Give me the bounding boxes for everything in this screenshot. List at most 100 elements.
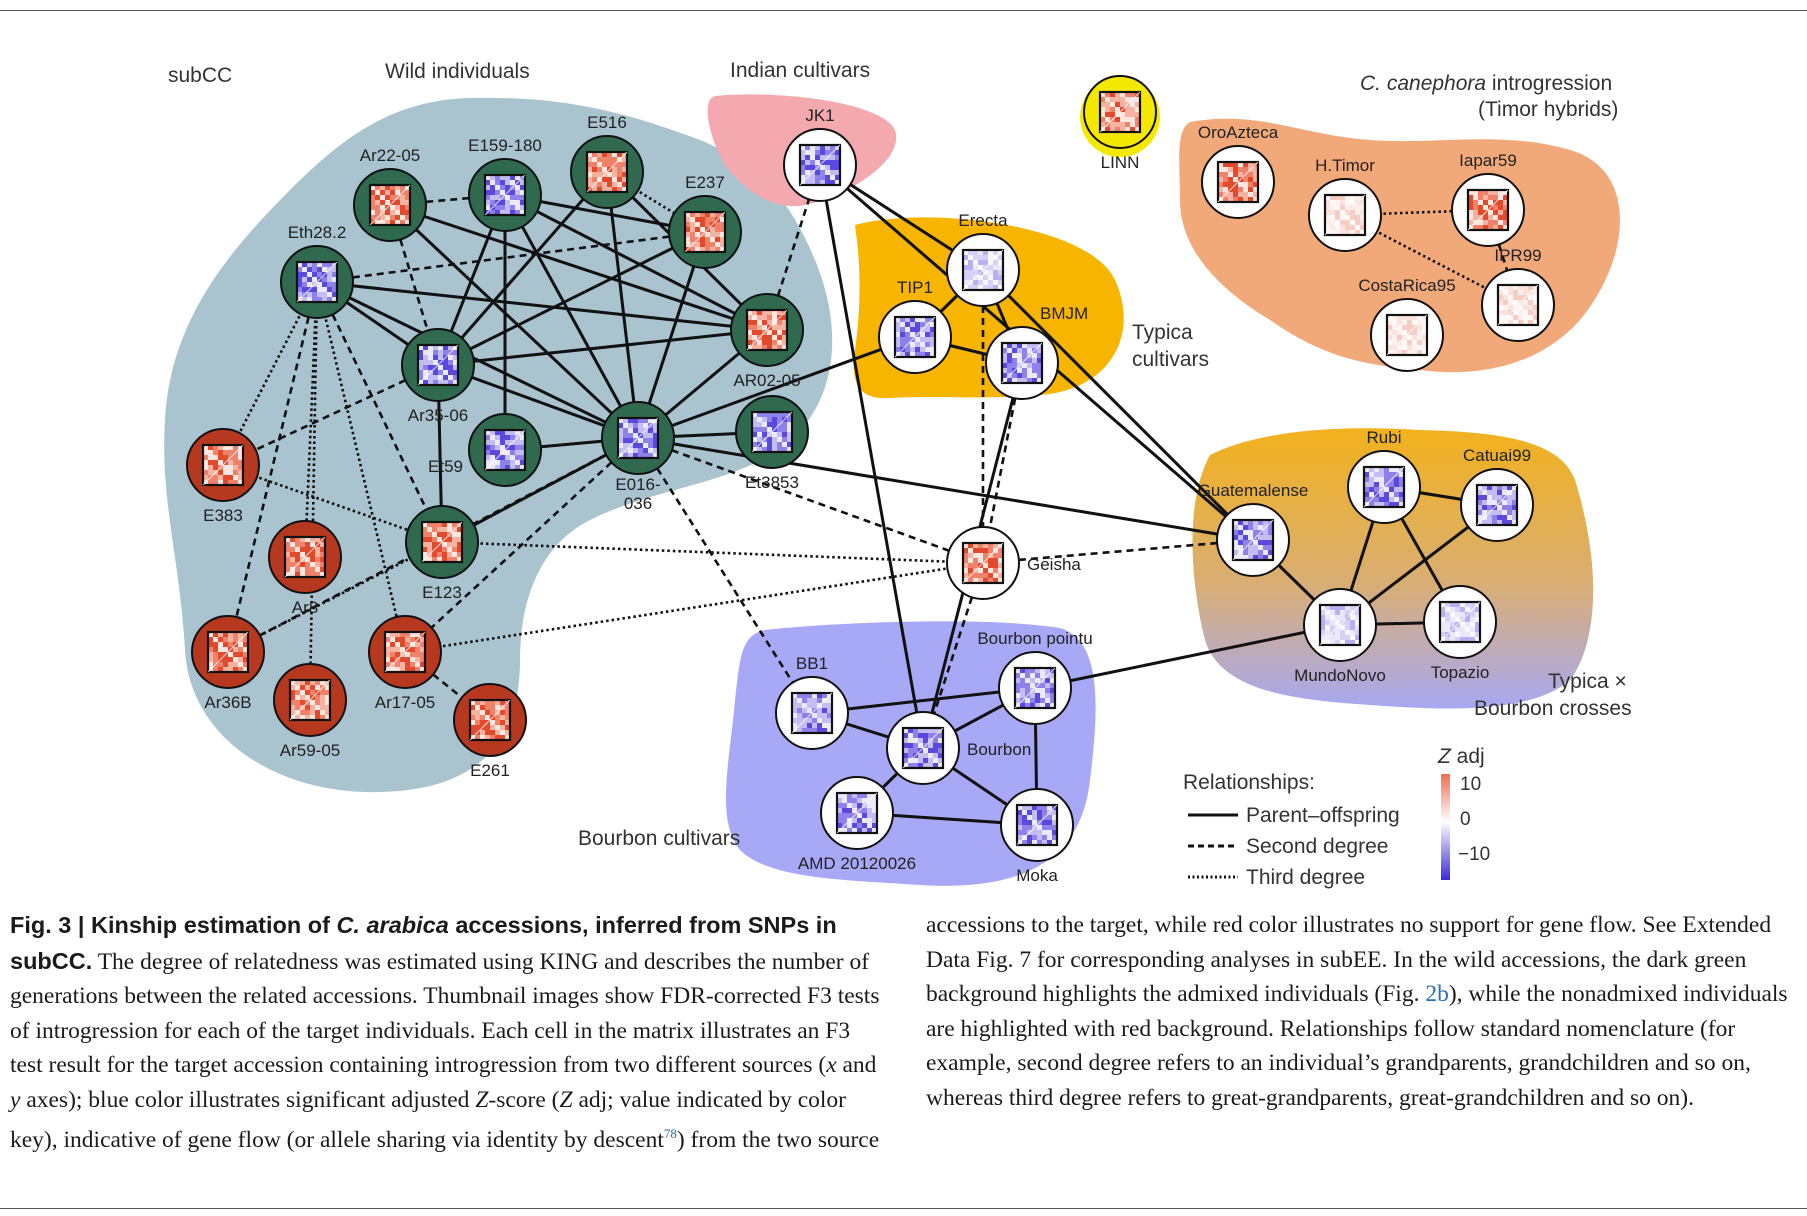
node-mundonovo[interactable]: MundoNovo: [1294, 588, 1386, 685]
matrix-cell: [470, 720, 476, 726]
matrix-cell: [1020, 673, 1026, 679]
matrix-cell: [310, 690, 316, 696]
node-catuai99[interactable]: Catuai99: [1460, 446, 1534, 542]
matrix-cell: [1238, 520, 1244, 526]
matrix-cell: [772, 417, 778, 423]
matrix-cell: [1330, 610, 1336, 616]
matrix-cell: [1030, 678, 1036, 684]
matrix-cell: [628, 428, 634, 434]
matrix-cell: [862, 808, 868, 814]
node-erecta[interactable]: Erecta: [946, 211, 1020, 307]
node-guatemalense[interactable]: Guatemalense: [1198, 481, 1309, 577]
matrix-cell: [1335, 205, 1341, 211]
matrix-cell: [1445, 612, 1451, 618]
matrix-cell: [1473, 210, 1479, 216]
matrix-cell: [792, 713, 798, 719]
matrix-cell: [752, 432, 758, 438]
matrix-cell: [633, 448, 639, 454]
matrix-cell: [1228, 172, 1234, 178]
matrix-cell: [1017, 358, 1023, 364]
node-geisha[interactable]: Geisha: [946, 526, 1081, 600]
node-h-timor[interactable]: H.Timor: [1308, 156, 1382, 252]
node-e237[interactable]: E237: [668, 173, 742, 269]
node-e159-180[interactable]: E159-180: [468, 136, 542, 232]
node-ar36b[interactable]: Ar36B: [191, 615, 265, 712]
node-amd-20120026[interactable]: AMD 20120026: [798, 776, 916, 873]
matrix-cell: [442, 557, 448, 563]
matrix-frame: [1000, 341, 1044, 385]
node-oroazteca[interactable]: OroAzteca: [1198, 123, 1279, 219]
node-e383[interactable]: E383: [186, 428, 260, 525]
matrix-cell: [767, 320, 773, 326]
matrix-cell: [453, 360, 459, 366]
matrix-cell: [762, 427, 768, 433]
node-e123[interactable]: E123: [405, 505, 479, 602]
matrix-cell: [752, 412, 758, 418]
matrix-cell: [587, 172, 593, 178]
matrix-cell: [290, 680, 296, 686]
matrix-cell: [1050, 678, 1056, 684]
matrix-cell: [1035, 688, 1041, 694]
group-label-wild: Wild individuals: [385, 60, 530, 83]
matrix-cell: [238, 480, 244, 486]
matrix-cell: [1482, 510, 1488, 516]
node-eth28-2[interactable]: Eth28.2: [280, 223, 354, 319]
matrix-cell: [307, 292, 313, 298]
matrix-cell: [1040, 673, 1046, 679]
matrix-cell: [1473, 205, 1479, 211]
matrix-cell: [787, 447, 793, 453]
matrix-cell: [915, 347, 921, 353]
node-ar22-05[interactable]: Ar22-05: [353, 146, 427, 242]
node-e516[interactable]: E516: [570, 113, 644, 209]
node-topazio[interactable]: Topazio: [1423, 585, 1497, 682]
matrix-cell: [1248, 525, 1254, 531]
matrix-cell: [918, 758, 924, 764]
node-ar35-06[interactable]: Ar35-06: [401, 328, 475, 425]
matrix-cell: [1508, 285, 1514, 291]
matrix-cell: [395, 205, 401, 211]
matrix-cell: [1412, 330, 1418, 336]
matrix-cell: [485, 445, 491, 451]
node-jk1[interactable]: JK1: [783, 106, 857, 202]
fig-2b-link[interactable]: 2b: [1425, 981, 1449, 1007]
matrix-cell: [1394, 497, 1400, 503]
matrix-cell: [1017, 805, 1023, 811]
matrix-cell: [1528, 305, 1534, 311]
node-iapar59[interactable]: Iapar59: [1451, 151, 1525, 247]
matrix-cell: [1412, 345, 1418, 351]
node-costarica95[interactable]: CostaRica95: [1358, 276, 1456, 372]
node-bourbon-pointu[interactable]: Bourbon pointu: [977, 629, 1093, 725]
node-rubi[interactable]: Rubi: [1347, 428, 1421, 524]
matrix-cell: [1248, 187, 1254, 193]
matrix-cell: [315, 710, 321, 716]
node-ar17-05[interactable]: Ar17-05: [368, 615, 442, 712]
matrix-cell: [1012, 358, 1018, 364]
matrix-cell: [1502, 505, 1508, 511]
node-ipr99[interactable]: IPR99: [1481, 246, 1555, 342]
node-et59[interactable]: Et59: [428, 413, 542, 487]
node-e016[interactable]: E016-036: [601, 401, 675, 513]
citation-78[interactable]: 78: [663, 1126, 677, 1141]
node-ar59-05[interactable]: Ar59-05: [273, 663, 347, 760]
node-e261[interactable]: E261: [453, 683, 527, 780]
matrix-cell: [633, 433, 639, 439]
matrix-cell: [690, 212, 696, 218]
node-label: Geisha: [1027, 555, 1081, 574]
matrix-cell: [928, 733, 934, 739]
matrix-cell: [1032, 358, 1038, 364]
node-moka[interactable]: Moka: [1000, 788, 1074, 885]
node-bb1[interactable]: BB1: [775, 654, 849, 750]
matrix-cell: [1475, 622, 1481, 628]
node-bmjm[interactable]: BMJM: [985, 304, 1088, 400]
node-tip1[interactable]: TIP1: [878, 278, 952, 374]
node-bourbon[interactable]: Bourbon: [886, 711, 1031, 785]
matrix-cell: [515, 450, 521, 456]
node-et3853[interactable]: Et3853: [735, 395, 809, 492]
node-label: AR02-05: [733, 371, 800, 390]
matrix-cell: [1017, 353, 1023, 359]
node-linn[interactable]: LINN: [1083, 75, 1157, 172]
node-ar8[interactable]: Ar8: [268, 520, 342, 617]
node-ar02-05[interactable]: AR02-05: [730, 293, 804, 390]
matrix-cell: [520, 435, 526, 441]
matrix-cell: [602, 167, 608, 173]
